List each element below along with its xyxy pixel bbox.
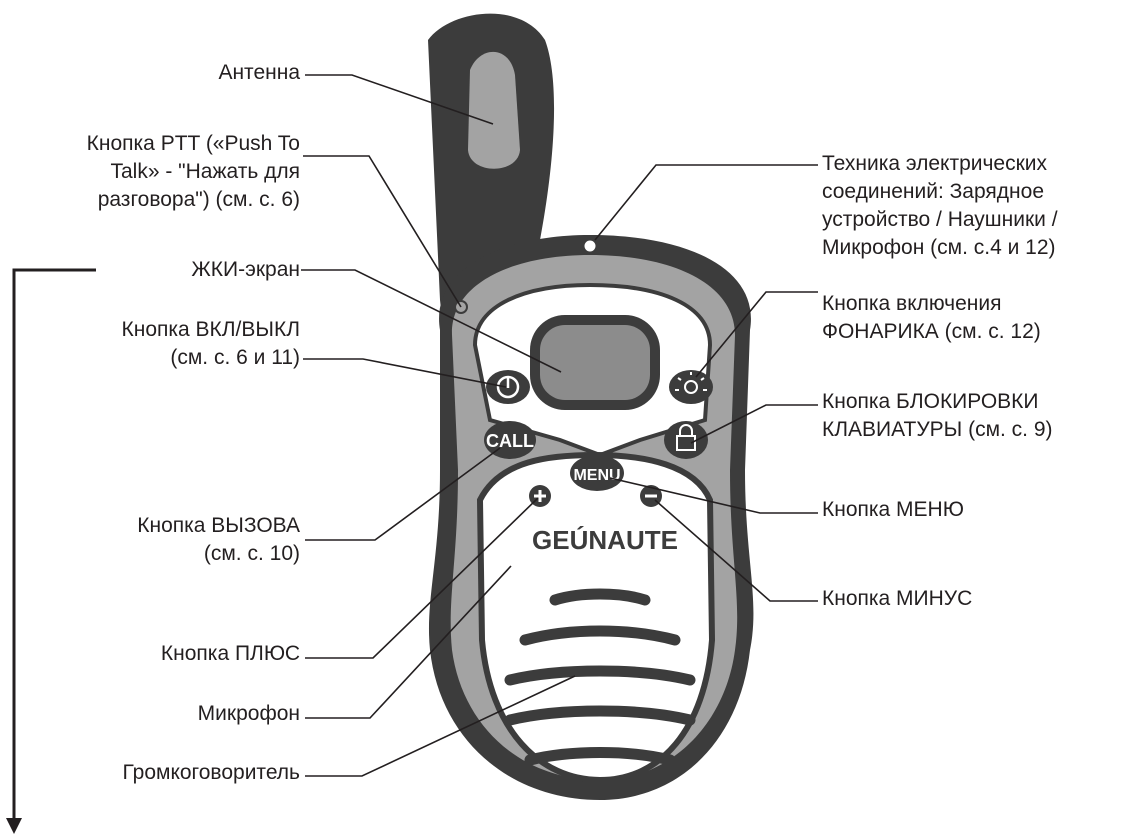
call-button-label: CALL bbox=[486, 431, 534, 451]
label-power: Кнопка ВКЛ/ВЫКЛ (см. с. 6 и 11) bbox=[121, 316, 300, 372]
margin-arrow bbox=[6, 270, 96, 834]
label-jack: Техника электрических соединений: Зарядн… bbox=[822, 150, 1058, 262]
label-minus: Кнопка МИНУС bbox=[822, 585, 972, 613]
lock-button[interactable] bbox=[664, 421, 708, 459]
menu-button-label: MENU bbox=[573, 467, 620, 484]
label-lcd: ЖКИ-экран bbox=[191, 256, 300, 284]
label-call: Кнопка ВЫЗОВА (см. с. 10) bbox=[137, 512, 300, 568]
torch-button[interactable] bbox=[669, 370, 713, 404]
label-antenna: Антенна bbox=[218, 59, 300, 87]
leader-jack bbox=[595, 165, 818, 240]
label-plus: Кнопка ПЛЮС bbox=[161, 640, 300, 668]
menu-button[interactable]: MENU bbox=[570, 455, 624, 491]
lcd-screen bbox=[530, 315, 660, 410]
brand-logo: GEÚNAUTE bbox=[532, 525, 678, 555]
label-microphone: Микрофон bbox=[198, 700, 300, 728]
label-lock: Кнопка БЛОКИРОВКИ КЛАВИАТУРЫ (см. с. 9) bbox=[822, 388, 1053, 444]
label-speaker: Громкоговоритель bbox=[122, 759, 300, 787]
power-button[interactable] bbox=[486, 370, 530, 404]
label-ptt: Кнопка PTT («Push To Talk» - "Нажать для… bbox=[87, 130, 300, 214]
label-torch: Кнопка включения ФОНАРИКА (см. с. 12) bbox=[822, 290, 1041, 346]
label-menu: Кнопка МЕНЮ bbox=[822, 496, 964, 524]
